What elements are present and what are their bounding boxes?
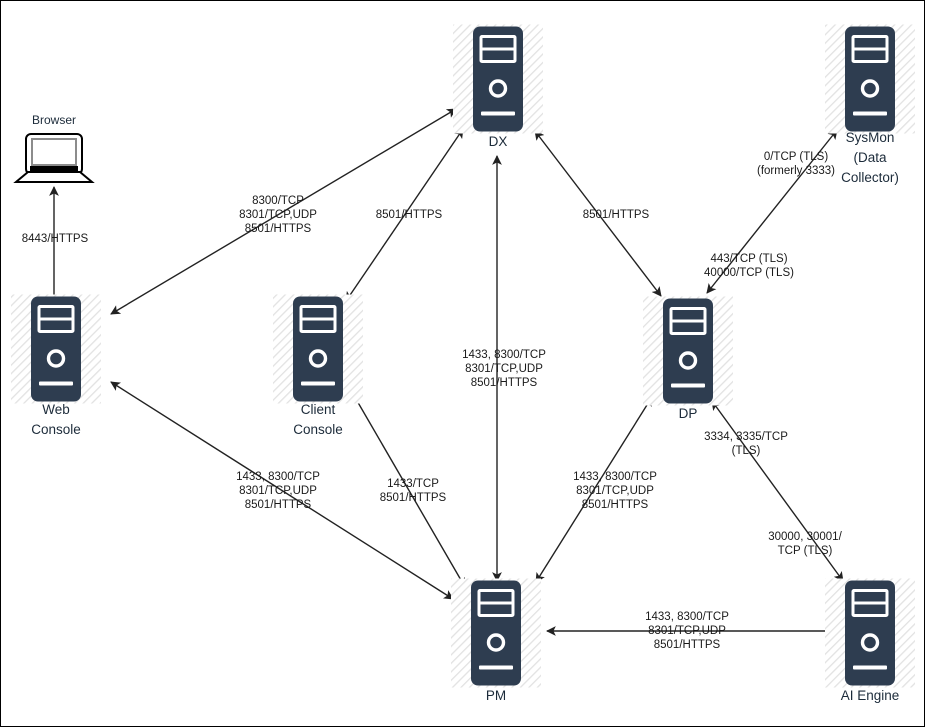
server-power-circle <box>678 351 698 370</box>
server-tower <box>293 296 343 402</box>
edge-label-dp-sysmon-upper: 0/TCP (TLS)(formerly 3333) <box>757 151 835 177</box>
server-bottom-bar <box>671 383 705 388</box>
edges-layer <box>49 108 844 636</box>
server-tower <box>845 580 895 686</box>
edge-label-client-console-dx: 8501/HTTPS <box>376 209 443 221</box>
server-bottom-bar <box>39 381 73 386</box>
server-bay-divider <box>479 601 513 605</box>
server-bay-divider <box>39 317 73 321</box>
laptop-screen <box>31 138 77 166</box>
server-bottom-bar <box>853 665 887 670</box>
edge-dp-ai-engine <box>711 400 844 582</box>
server-tower <box>845 26 895 132</box>
edge-label-browser-web-console: 8443/HTTPS <box>22 233 89 245</box>
node-label-dx: DX <box>489 134 508 149</box>
node-label-browser: Browser <box>32 113 76 127</box>
edge-dp-pm <box>535 396 653 583</box>
server-power-circle <box>860 79 880 98</box>
edge-dx-dp <box>534 130 662 297</box>
server-bottom-bar <box>301 381 335 386</box>
server-power-circle <box>308 349 328 368</box>
edge-label-dp-ai-engine-lower: 30000, 30001/TCP (TLS) <box>768 531 842 557</box>
server-tower <box>471 580 521 686</box>
edge-label-dp-ai-engine-upper: 3334, 3335/TCP(TLS) <box>704 431 788 457</box>
node-pm[interactable]: PM <box>451 578 541 703</box>
edge-label-dp-sysmon-lower: 443/TCP (TLS)40000/TCP (TLS) <box>704 253 794 279</box>
node-browser[interactable]: Browser <box>13 113 95 183</box>
edge-client-console-pm <box>348 386 466 588</box>
server-bottom-bar <box>479 665 513 670</box>
server-bottom-bar <box>481 111 515 116</box>
node-label-pm: PM <box>486 688 506 703</box>
server-tower <box>473 26 523 132</box>
server-bay-divider <box>853 47 887 51</box>
server-bay-divider <box>853 601 887 605</box>
server-bay-divider <box>301 317 335 321</box>
server-power-circle <box>486 633 506 652</box>
edge-client-console-dx <box>345 128 464 302</box>
server-tower <box>31 296 81 402</box>
server-bay-divider <box>671 319 705 323</box>
node-label-dp: DP <box>679 406 698 421</box>
edge-label-dx-dp: 8501/HTTPS <box>583 209 650 221</box>
server-power-circle <box>860 633 880 652</box>
edge-dp-sysmon <box>706 129 838 294</box>
node-dp[interactable]: DP <box>643 296 733 421</box>
node-ai-engine[interactable]: AI Engine <box>825 578 915 703</box>
laptop-base <box>13 171 95 183</box>
node-dx[interactable]: DX <box>453 24 543 149</box>
server-power-circle <box>46 349 66 368</box>
server-bottom-bar <box>853 111 887 116</box>
node-label-ai-engine: AI Engine <box>841 688 900 703</box>
laptop-keyboard <box>30 166 78 172</box>
server-power-circle <box>488 79 508 98</box>
server-bay-divider <box>481 47 515 51</box>
server-tower <box>663 298 713 404</box>
